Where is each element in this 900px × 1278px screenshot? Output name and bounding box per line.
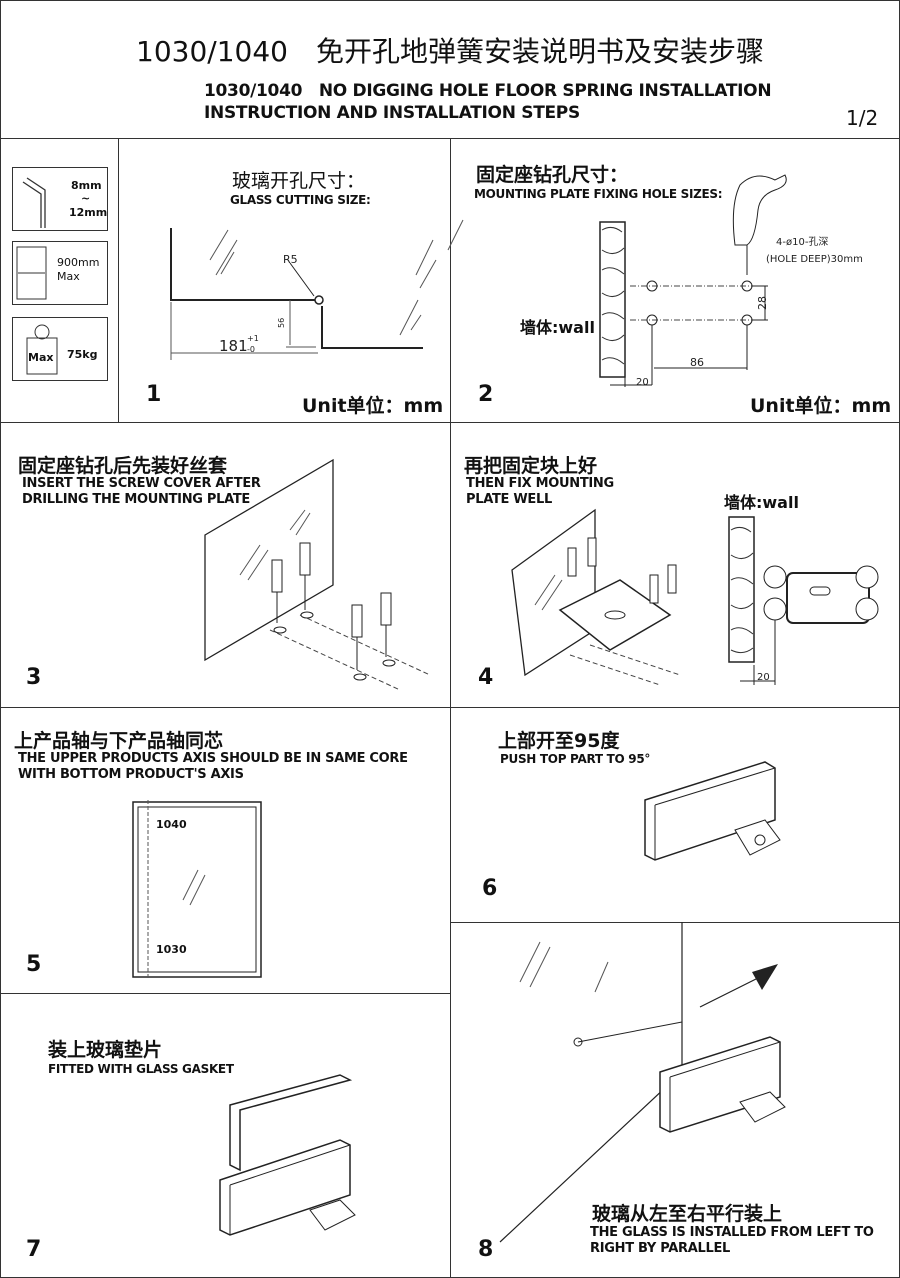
hole-spec-1: 4-ø10-孔深 [776,236,828,248]
width-dim: 181 [219,337,248,355]
divider [450,922,900,923]
tol-minus: -0 [247,345,255,354]
title-line: RIGHT BY PARALLEL [590,1241,731,1256]
length-dim: 86 [690,356,704,369]
step8-title-en: THE GLASS IS INSTALLED FROM LEFT TO RIGH… [590,1225,874,1257]
tol-plus: +1 [247,334,259,343]
step-number: 2 [478,382,494,407]
arrow-icon [752,964,778,990]
step-number: 1 [146,382,162,407]
thickness-tilde: ~ [81,192,91,205]
step-number: 7 [26,1237,42,1262]
weight-value: 75kg [67,348,98,361]
mounting-plate [558,579,672,651]
step4-title-cn: 再把固定块上好 [464,455,598,477]
step4-title-en: THEN FIX MOUNTING PLATE WELL [466,476,614,508]
hole-spec-2: (HOLE DEEP)30mm [766,254,863,265]
glass-thickness-spec: 8mm ~ 12mm [12,167,108,231]
glass-gasket [229,1074,353,1172]
step2-title-cn: 固定座钻孔尺寸： [476,164,629,186]
step7-title-en: FITTED WITH GLASS GASKET [48,1062,234,1076]
bottom-product-label: 1030 [156,943,187,956]
unit-label: Unit单位：mm [750,395,892,417]
title-line: DRILLING THE MOUNTING PLATE [22,492,250,507]
drill-icon [732,174,787,246]
step3-title-cn: 固定座钻孔后先装好丝套 [18,455,228,477]
unit-label: Unit单位：mm [302,395,444,417]
page-number: 1/2 [846,106,879,130]
document-title: 1030/1040 免开孔地弹簧安装说明书及安装步骤 [136,35,764,68]
title-line: THE UPPER PRODUCTS AXIS SHOULD BE IN SAM… [18,751,408,766]
glass-install-diagram [499,922,786,1243]
width-value: 900mm [57,256,100,269]
thickness-min: 8mm [71,179,102,192]
step2-title-en: MOUNTING PLATE FIXING HOLE SIZES: [474,187,723,201]
screw-cover-diagram [204,458,431,691]
step7-title-cn: 装上玻璃垫片 [48,1039,163,1061]
wall [599,221,626,378]
step-number: 6 [482,876,498,901]
door-width-icon [16,246,47,300]
top-product-label: 1040 [156,818,187,831]
width-label: Max [57,270,80,283]
title-line: WITH BOTTOM PRODUCT'S AXIS [18,767,244,782]
wall-label: 墙体:wall [724,493,799,512]
height-dim: 56 [277,318,286,328]
weight-spec: Max 75kg [12,317,108,381]
step6-title-en: PUSH TOP PART TO 95° [500,752,651,766]
step1-title-cn: 玻璃开孔尺寸： [232,170,366,192]
weight-icon [26,324,58,375]
radius-label: R5 [283,253,298,266]
fix-plate-diagram [511,508,681,686]
door-width-spec: 900mm Max [12,241,108,305]
subtitle-line: INSTRUCTION AND INSTALLATION STEPS [204,103,580,123]
title-line: PLATE WELL [466,492,552,507]
offset-dim: 20 [636,377,649,388]
offset-dim: 20 [757,672,770,683]
title-line: THEN FIX MOUNTING [466,476,614,491]
document-subtitle: 1030/1040 NO DIGGING HOLE FLOOR SPRING I… [204,80,772,124]
step5-title-en: THE UPPER PRODUCTS AXIS SHOULD BE IN SAM… [18,751,408,783]
wall-label: 墙体:wall [520,318,595,337]
glass-gasket-diagram [219,1074,356,1236]
step3-title-en: INSERT THE SCREW COVER AFTER DRILLING TH… [22,476,261,508]
glass-cutting-diagram: R5 56 181 +1 -0 [170,219,464,360]
step-number: 5 [26,952,42,977]
glass-panel [204,458,334,662]
step8-title-cn: 玻璃从左至右平行装上 [592,1203,783,1225]
weight-tag: Max [28,351,54,364]
fix-plate-top-view: 20 [728,516,879,685]
step-number: 3 [26,665,42,690]
step5-title-cn: 上产品轴与下产品轴同芯 [14,730,224,752]
step-number: 8 [478,1237,494,1262]
step1-title-en: GLASS CUTTING SIZE: [230,193,371,207]
title-line: INSERT THE SCREW COVER AFTER [22,476,261,491]
floor-spring-open-diagram [644,761,781,861]
step6-title-cn: 上部开至95度 [498,730,620,752]
divider [118,138,119,422]
glass-edge-icon [22,177,46,228]
mounting-hole-diagram: 4-ø10-孔深 (HOLE DEEP)30mm 28 86 20 [599,174,863,388]
step-number: 4 [478,665,494,690]
subtitle-line: 1030/1040 NO DIGGING HOLE FLOOR SPRING I… [204,81,772,101]
axis-alignment-diagram [132,800,262,980]
thickness-max: 12mm [69,206,108,219]
divider [0,993,450,994]
title-line: THE GLASS IS INSTALLED FROM LEFT TO [590,1225,874,1240]
spacing-dim: 28 [756,296,769,310]
divider [450,138,451,1278]
